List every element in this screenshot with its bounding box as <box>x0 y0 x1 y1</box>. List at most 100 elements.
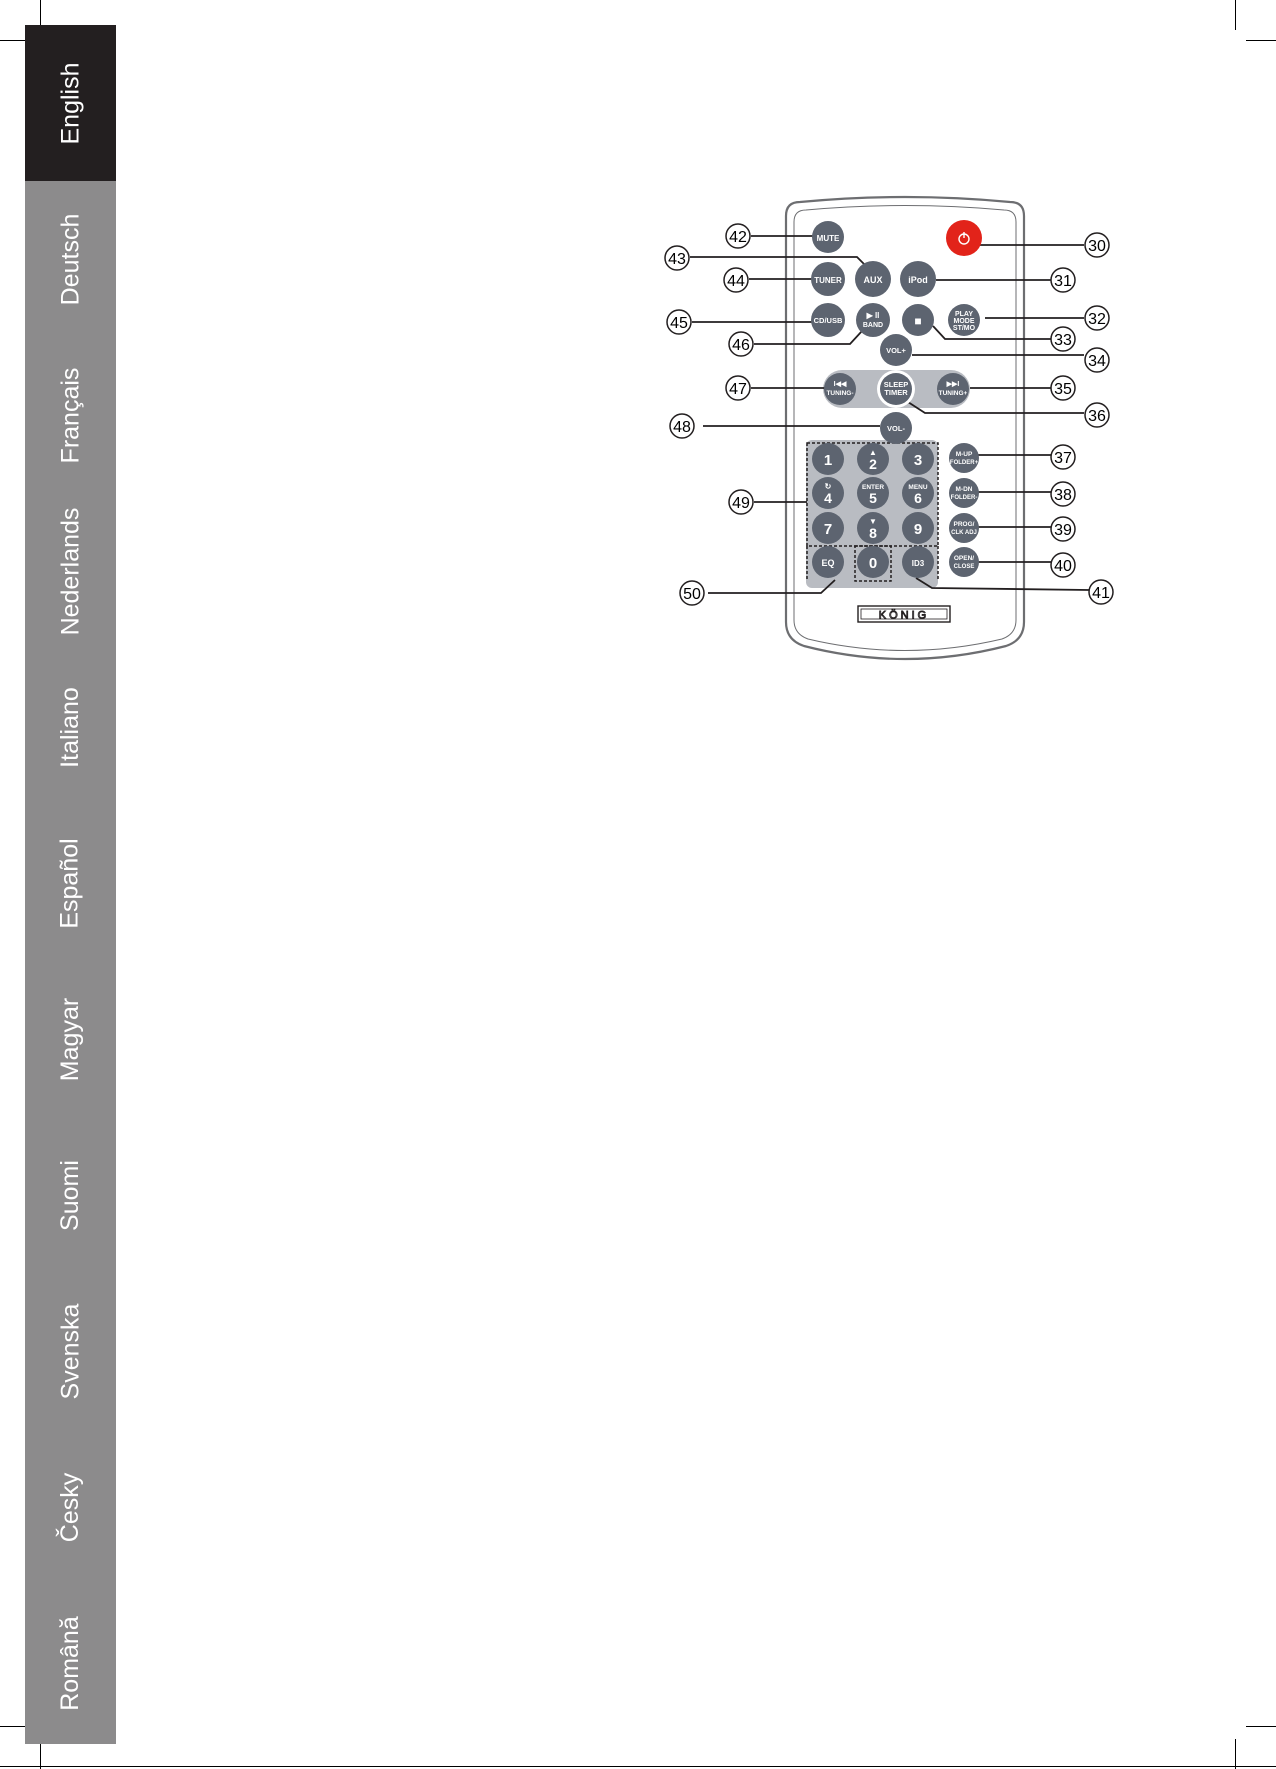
sidebar-item-label: Română <box>56 1615 84 1711</box>
sidebar-item-espanol[interactable]: Español <box>25 805 116 961</box>
sidebar-item-label: Suomi <box>56 1159 84 1231</box>
play-pause-band-button[interactable]: ▶ ll BAND <box>856 303 890 337</box>
key-6-menu-button[interactable]: MENU 6 <box>902 477 934 509</box>
svg-text:2: 2 <box>869 456 877 472</box>
svg-text:FOLDER+: FOLDER+ <box>950 460 979 466</box>
mute-button[interactable]: MUTE <box>812 221 844 253</box>
callout-33: 33 <box>1054 332 1072 349</box>
next-icon: ▶▶I <box>946 381 960 388</box>
volume-up-button[interactable]: VOL+ <box>880 334 912 366</box>
prog-clk-adj-button[interactable]: PROG/ CLK ADJ <box>949 513 979 543</box>
svg-text:VOL-: VOL- <box>887 424 905 433</box>
svg-text:ENTER: ENTER <box>862 484 884 491</box>
sidebar-item-italiano[interactable]: Italiano <box>25 649 116 805</box>
svg-text:TUNING+: TUNING+ <box>939 390 968 397</box>
sidebar-item-label: Nederlands <box>56 507 85 635</box>
svg-text:6: 6 <box>914 490 922 506</box>
id3-button[interactable]: ID3 <box>902 546 934 578</box>
crop-mark <box>0 1726 30 1727</box>
svg-text:KÖNIG: KÖNIG <box>879 610 929 622</box>
sidebar-item-label: Česky <box>56 1472 84 1542</box>
crop-mark <box>0 40 30 41</box>
svg-text:4: 4 <box>824 490 832 506</box>
crop-mark <box>40 1739 41 1769</box>
key-9-button[interactable]: 9 <box>902 512 934 544</box>
callout-50: 50 <box>683 586 701 603</box>
sidebar-item-label: Español <box>55 837 84 929</box>
svg-text:M-UP: M-UP <box>956 451 973 458</box>
sidebar-item-svenska[interactable]: Svenska <box>25 1273 116 1429</box>
sidebar-item-label: Svenska <box>56 1303 85 1399</box>
svg-text:MODE: MODE <box>954 318 975 325</box>
callout-41: 41 <box>1092 585 1110 602</box>
crop-mark <box>1235 0 1236 30</box>
tuner-button[interactable]: TUNER <box>811 262 845 296</box>
callout-31: 31 <box>1054 273 1072 290</box>
svg-text:8: 8 <box>869 525 877 541</box>
svg-text:TUNING-: TUNING- <box>826 390 853 397</box>
konig-logo: KÖNIG <box>857 605 951 623</box>
svg-text:1: 1 <box>824 452 832 469</box>
svg-text:9: 9 <box>914 521 922 538</box>
callout-39: 39 <box>1054 522 1072 539</box>
sidebar-item-suomi[interactable]: Suomi <box>25 1117 116 1273</box>
svg-text:ID3: ID3 <box>912 559 925 568</box>
svg-text:FOLDER-: FOLDER- <box>951 495 978 501</box>
sidebar-item-english[interactable]: English <box>25 25 116 181</box>
stop-button[interactable]: ■ <box>902 304 934 336</box>
callout-48: 48 <box>673 419 691 436</box>
play-pause-icon: ▶ ll <box>866 311 880 320</box>
volume-down-button[interactable]: VOL- <box>880 412 912 444</box>
svg-text:CLK ADJ: CLK ADJ <box>951 530 977 536</box>
key-8-down-button[interactable]: ▼ 8 <box>857 512 889 544</box>
sidebar-item-romana[interactable]: Română <box>25 1585 116 1741</box>
svg-text:0: 0 <box>869 555 877 572</box>
callout-37: 37 <box>1054 450 1072 467</box>
crop-mark <box>1246 1726 1276 1727</box>
svg-text:7: 7 <box>824 521 832 538</box>
next-tuning-plus-button[interactable]: ▶▶I TUNING+ <box>937 373 969 405</box>
key-1-button[interactable]: 1 <box>812 443 844 475</box>
m-dn-folder-minus-button[interactable]: M-DN FOLDER- <box>949 478 979 508</box>
key-4-repeat-button[interactable]: ↻ 4 <box>812 477 844 509</box>
callout-43: 43 <box>668 251 686 268</box>
crop-mark <box>1246 40 1276 41</box>
eq-button[interactable]: EQ <box>812 546 844 578</box>
key-2-up-button[interactable]: ▲ 2 <box>857 443 889 475</box>
up-arrow-icon: ▲ <box>869 448 877 457</box>
svg-text:MUTE: MUTE <box>817 234 840 243</box>
key-0-button[interactable]: 0 <box>857 546 889 578</box>
open-close-button[interactable]: OPEN/ CLOSE <box>949 547 979 577</box>
key-7-button[interactable]: 7 <box>812 512 844 544</box>
svg-text:CD/USB: CD/USB <box>814 316 843 325</box>
sidebar-item-label: Français <box>56 367 84 463</box>
aux-button[interactable]: AUX <box>855 261 891 297</box>
svg-text:PROG/: PROG/ <box>954 521 975 528</box>
callout-40: 40 <box>1054 558 1072 575</box>
crop-mark <box>0 1766 1276 1767</box>
key-3-button[interactable]: 3 <box>902 443 934 475</box>
sidebar-item-cesky[interactable]: Česky <box>25 1429 116 1585</box>
sidebar-item-deutsch[interactable]: Deutsch <box>25 181 116 337</box>
crop-mark <box>1235 1739 1236 1769</box>
play-mode-button[interactable]: PLAY MODE ST/MO <box>948 304 980 336</box>
sidebar-item-magyar[interactable]: Magyar <box>25 961 116 1117</box>
callout-44: 44 <box>727 273 745 290</box>
power-button[interactable] <box>946 220 982 256</box>
sidebar-item-label: English <box>56 62 84 144</box>
previous-tuning-minus-button[interactable]: I◀◀ TUNING- <box>824 373 856 405</box>
callout-46: 46 <box>732 337 750 354</box>
sleep-timer-button[interactable]: SLEEP TIMER <box>877 370 915 408</box>
repeat-icon: ↻ <box>825 482 832 491</box>
callout-35: 35 <box>1054 381 1072 398</box>
down-arrow-icon: ▼ <box>869 517 877 526</box>
key-5-enter-button[interactable]: ENTER 5 <box>857 477 889 509</box>
crop-mark <box>40 0 41 30</box>
m-up-folder-plus-button[interactable]: M-UP FOLDER+ <box>949 443 979 473</box>
cd-usb-button[interactable]: CD/USB <box>811 303 845 337</box>
ipod-button[interactable]: iPod <box>900 261 936 297</box>
svg-text:EQ: EQ <box>821 558 834 568</box>
sidebar-item-francais[interactable]: Français <box>25 337 116 493</box>
svg-text:SLEEP: SLEEP <box>884 380 909 389</box>
sidebar-item-nederlands[interactable]: Nederlands <box>25 493 116 649</box>
